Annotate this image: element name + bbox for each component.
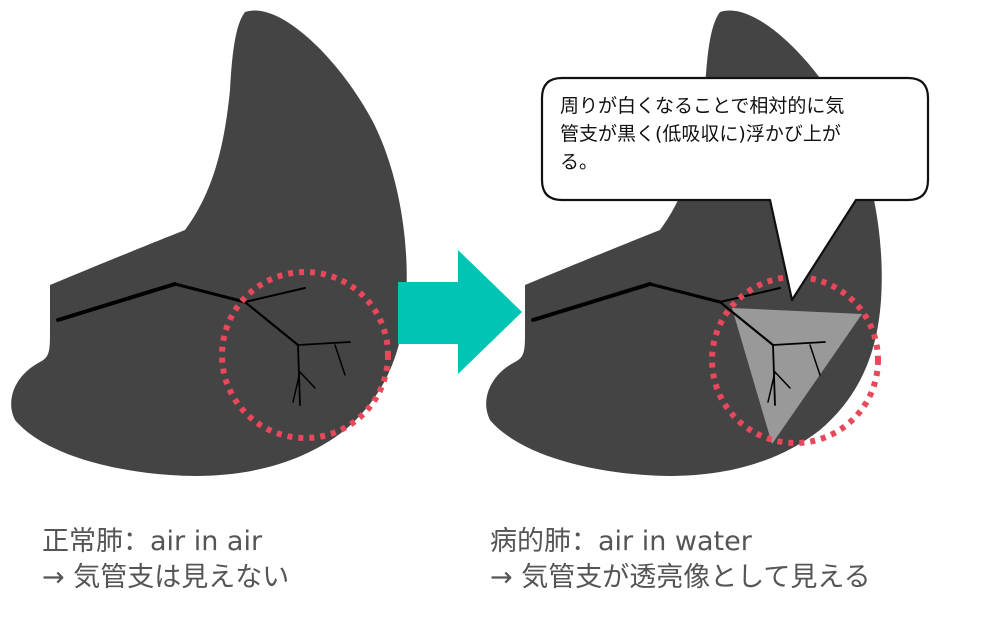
normal-lung-caption-title: 正常肺：air in air [42, 526, 263, 557]
diseased-lung-caption-note: → 気管支が透亮像として見える [490, 562, 871, 593]
consolidation-area [732, 308, 862, 444]
normal-bronchus [56, 282, 351, 406]
callout-line: 管支が黒く(低吸収に)浮かび上が [560, 123, 841, 145]
diseased-lung-caption: 病的肺：air in water → 気管支が透亮像として見える [490, 524, 871, 596]
normal-lung-caption-note: → 気管支は見えない [42, 562, 290, 593]
diseased-dotted-circle [709, 274, 881, 446]
normal-dotted-circle [219, 269, 391, 441]
callout-line: 周りが白くなることで相対的に気 [560, 95, 845, 117]
callout-text: 周りが白くなることで相対的に気 管支が黒く(低吸収に)浮かび上が る。 [560, 92, 920, 176]
callout-bubble [540, 76, 930, 302]
right-arrow-icon [398, 250, 522, 374]
callout-line: る。 [560, 151, 599, 173]
diseased-lung-caption-title: 病的肺：air in water [490, 526, 752, 557]
normal-lung-panel [11, 10, 407, 476]
air-bronchogram [531, 282, 826, 406]
normal-lung-shape [11, 10, 407, 476]
normal-lung-caption: 正常肺：air in air → 気管支は見えない [42, 524, 289, 596]
